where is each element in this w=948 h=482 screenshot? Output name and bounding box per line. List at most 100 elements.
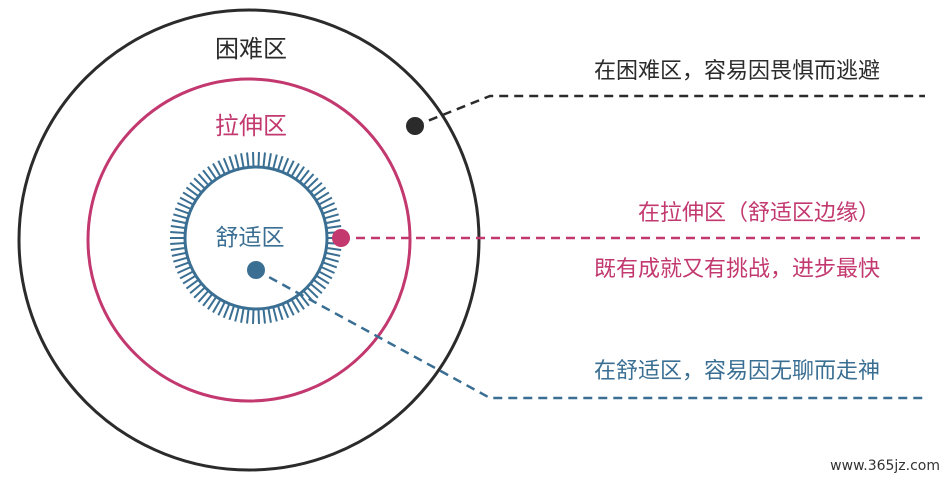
comfort-tick [182, 274, 197, 285]
comfort-tick [246, 152, 250, 168]
comfort-tick [302, 173, 315, 186]
comfort-tick [322, 261, 338, 269]
comfort-tick [179, 270, 194, 280]
comfort-tick [207, 166, 218, 180]
comfort-tick [272, 154, 278, 170]
comfort-tick [222, 303, 231, 319]
comfort-tick [182, 191, 197, 202]
comfort-tick [306, 177, 319, 190]
comfort-tick [267, 307, 272, 323]
comfort-tick [202, 293, 214, 307]
comfort-tick [257, 308, 261, 324]
comfort-tick [170, 246, 186, 251]
comfort-tick [312, 278, 327, 290]
comfort-zone-label: 舒适区 [216, 225, 285, 251]
comfort-tick [325, 219, 341, 225]
comfort-tick [281, 157, 290, 173]
comfort-tick [170, 241, 186, 245]
comfort-tick [202, 169, 214, 183]
comfort-tick [228, 305, 236, 321]
comfort-tick [171, 219, 187, 225]
comfort-tick [267, 153, 272, 169]
comfort-tick [174, 261, 190, 269]
comfort-tick [173, 256, 189, 263]
difficult-annotation: 在困难区，容易因畏惧而逃避 [594, 59, 880, 84]
comfort-tick [197, 290, 210, 303]
difficult-leader-line [414, 94, 925, 128]
comfort-tick [318, 196, 333, 206]
comfort-tick [281, 303, 290, 319]
comfort-tick [322, 207, 338, 215]
comfort-tick [318, 270, 333, 280]
comfort-tick [276, 305, 284, 321]
comfort-tick [262, 152, 266, 168]
comfort-tick [298, 169, 310, 183]
stretch-zone-label: 拉伸区 [215, 112, 287, 140]
comfort-tick [177, 265, 192, 274]
comfort-tick [189, 181, 203, 194]
comfort-tick [246, 308, 250, 324]
comfort-tick [177, 202, 192, 211]
comfort-tick [262, 308, 266, 324]
comfort-tick [326, 225, 342, 230]
comfort-tick [290, 163, 300, 178]
comfort-annotation: 在舒适区，容易因无聊而走神 [594, 359, 880, 384]
comfort-zone-marker [247, 261, 265, 279]
comfort-tick [240, 307, 245, 323]
comfort-tick [170, 231, 186, 235]
comfort-tick [217, 301, 226, 316]
comfort-tick [212, 163, 222, 178]
comfort-tick [320, 202, 335, 211]
comfort-tick [309, 181, 323, 194]
comfort-tick [174, 207, 190, 215]
comfort-tick [290, 298, 300, 313]
comfort-tick [323, 213, 339, 220]
comfort-tick [323, 256, 339, 263]
comfort-tick [294, 296, 305, 310]
stretch-annotation-line1: 在拉伸区（舒适区边缘） [638, 201, 880, 226]
comfort-tick [326, 246, 342, 251]
comfort-tick [193, 177, 206, 190]
comfort-tick [212, 298, 222, 313]
difficult-zone-circle [17, 8, 481, 472]
comfort-tick [179, 196, 194, 206]
comfort-tick [251, 308, 255, 324]
comfort-leader-line [255, 268, 925, 400]
comfort-zone-circle [183, 165, 329, 311]
comfort-tick [320, 265, 335, 274]
comfort-tick [251, 152, 255, 168]
comfort-tick [272, 306, 278, 322]
comfort-tick [185, 186, 200, 198]
comfort-tick [315, 191, 330, 202]
comfort-tick [222, 157, 231, 173]
comfort-tick [193, 286, 206, 299]
comfort-tick [189, 282, 203, 295]
comfort-tick [309, 282, 323, 295]
comfort-zone-tick-fringe [170, 152, 342, 324]
stretch-annotation-line2: 既有成就又有挑战，进步最快 [594, 257, 880, 282]
difficult-zone-label: 困难区 [215, 35, 287, 63]
difficult-zone-marker [406, 117, 424, 135]
comfort-tick [173, 213, 189, 220]
stretch-zone-circle [86, 77, 412, 403]
watermark: www.365jz.com [830, 458, 940, 474]
comfort-tick [217, 160, 226, 175]
comfort-tick [306, 286, 319, 299]
comfort-tick [286, 301, 295, 316]
comfort-tick [240, 153, 245, 169]
comfort-tick [170, 225, 186, 230]
comfort-tick [276, 155, 284, 171]
comfort-tick [294, 166, 305, 180]
comfort-tick [325, 251, 341, 257]
comfort-tick [197, 173, 210, 186]
comfort-tick [171, 251, 187, 257]
comfort-tick [257, 152, 261, 168]
comfort-tick [185, 278, 200, 290]
comfort-tick [312, 186, 327, 198]
comfort-tick [207, 296, 218, 310]
comfort-tick [234, 306, 240, 322]
stretch-zone-marker [332, 229, 350, 247]
comfort-tick [315, 274, 330, 285]
